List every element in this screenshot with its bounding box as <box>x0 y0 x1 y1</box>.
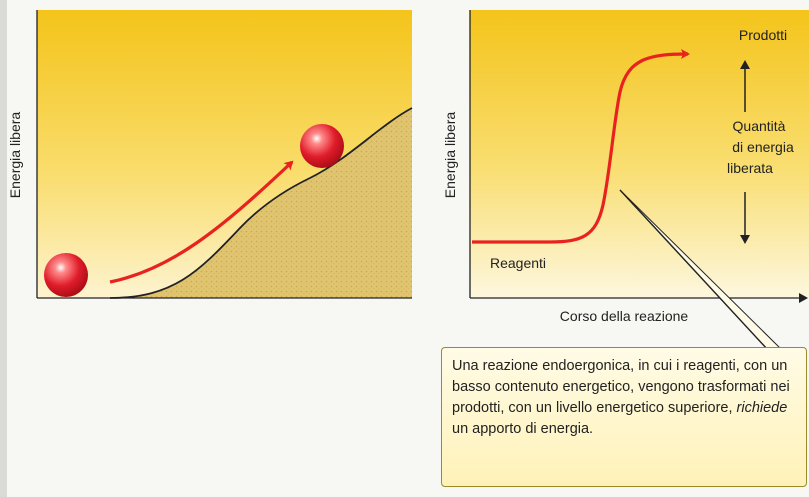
energy-label-line-3: liberata <box>727 160 773 176</box>
left-edge-bar <box>0 0 7 497</box>
reactants-label: Reagenti <box>490 255 546 271</box>
ball-end <box>300 124 344 168</box>
ball-start <box>44 253 88 297</box>
reaction-path-arrow <box>472 49 690 244</box>
callout-pointer-line <box>619 189 769 351</box>
hill-outline <box>109 107 413 299</box>
right-x-axis-label: Corso della reazione <box>560 308 689 324</box>
energy-label-line-1: Quantità <box>733 118 786 134</box>
explanation-callout: Una reazione endoergonica, in cui i reag… <box>441 347 807 487</box>
products-label: Prodotti <box>739 27 787 43</box>
energy-label-line-2: di energia <box>732 139 794 155</box>
left-y-axis-label: Energia libera <box>7 112 23 199</box>
callout-emphasis: richiede <box>736 400 788 416</box>
right-panel: Energia libera Corso della reazione Reag… <box>442 10 809 351</box>
energy-hill <box>110 108 412 298</box>
left-panel: Energia libera <box>7 10 413 299</box>
uphill-arrow <box>109 160 294 284</box>
right-y-axis-label: Energia libera <box>442 112 458 199</box>
right-panel-background <box>470 10 809 298</box>
callout-text-part2: un apporto di energia. <box>452 421 594 437</box>
callout-text-part1: Una reazione endoergonica, in cui i reag… <box>452 358 790 416</box>
